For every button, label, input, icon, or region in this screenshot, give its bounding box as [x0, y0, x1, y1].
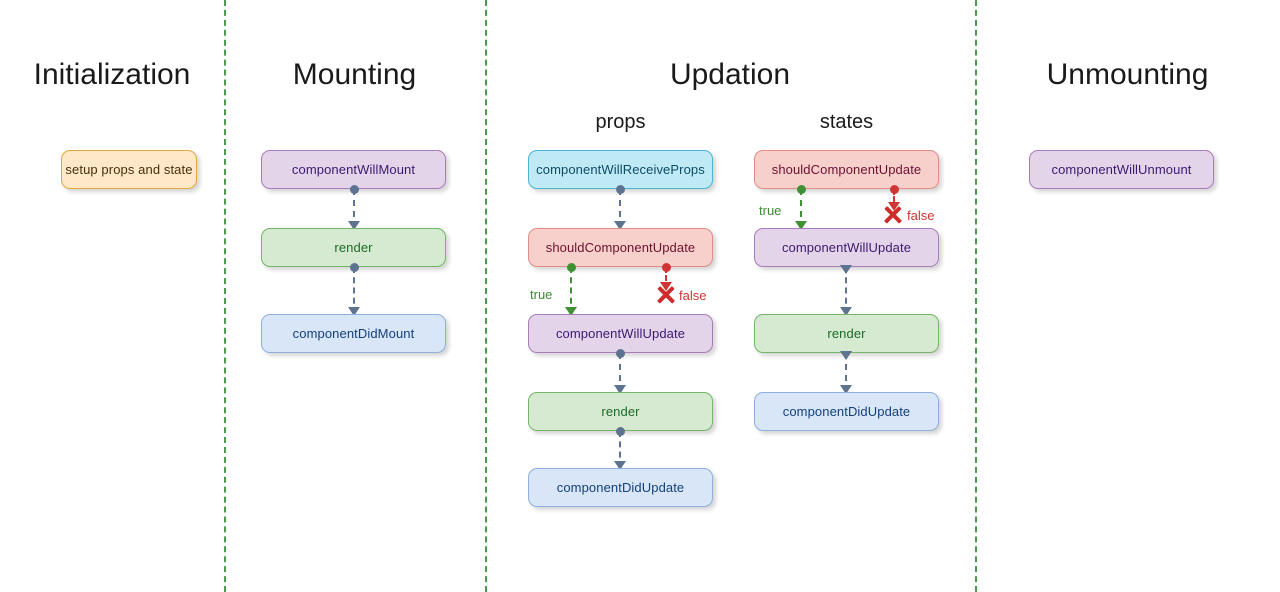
false-branch-x-icon-states — [881, 203, 905, 227]
phase-title-unmounting: Unmounting — [1046, 58, 1209, 91]
node-should-component-update-states[interactable]: shouldComponentUpdate — [754, 150, 939, 189]
phase-title-updation: Updation — [669, 58, 791, 91]
false-branch-x-icon-props — [654, 283, 678, 307]
connector-arrowhead — [795, 221, 807, 230]
node-component-did-update-props[interactable]: componentDidUpdate — [528, 468, 713, 507]
node-render-props[interactable]: render — [528, 392, 713, 431]
connector-line — [619, 189, 621, 228]
connector-source-dot — [796, 184, 806, 194]
connector-source-dot — [349, 184, 359, 194]
connector-line — [619, 353, 621, 392]
connector-line — [845, 267, 847, 314]
connector-arrowhead — [840, 307, 852, 316]
divider-mounting-updation — [485, 0, 487, 592]
node-component-will-update-props[interactable]: componentWillUpdate — [528, 314, 713, 353]
branch-label-states-false: false — [907, 208, 935, 223]
branch-label-props-true: true — [530, 287, 553, 302]
connector-arrowhead-source — [840, 351, 852, 360]
node-component-will-unmount[interactable]: componentWillUnmount — [1029, 150, 1214, 189]
node-component-did-mount[interactable]: componentDidMount — [261, 314, 446, 353]
divider-updation-unmounting — [975, 0, 977, 592]
node-render-mounting[interactable]: render — [261, 228, 446, 267]
connector-arrowhead — [840, 385, 852, 394]
connector-line — [619, 431, 621, 468]
connector-arrowhead — [614, 221, 626, 230]
connector-line — [665, 267, 667, 289]
connector-arrowhead — [348, 307, 360, 316]
connector-source-dot — [566, 262, 576, 272]
connector-source-dot — [615, 184, 625, 194]
connector-arrowhead — [565, 307, 577, 316]
connector-source-dot — [615, 348, 625, 358]
connector-line — [800, 189, 802, 228]
node-component-did-update-states[interactable]: componentDidUpdate — [754, 392, 939, 431]
subheading-props: props — [595, 111, 646, 133]
connector-line — [570, 267, 572, 314]
connector-arrowhead — [348, 221, 360, 230]
node-component-will-update-states[interactable]: componentWillUpdate — [754, 228, 939, 267]
node-should-component-update-props[interactable]: shouldComponentUpdate — [528, 228, 713, 267]
connector-line — [353, 189, 355, 228]
connector-source-dot — [349, 262, 359, 272]
node-component-will-receive-props[interactable]: componentWillReceiveProps — [528, 150, 713, 189]
connector-line — [893, 189, 895, 209]
phase-title-initialization: Initialization — [33, 58, 191, 91]
branch-label-props-false: false — [679, 288, 707, 303]
connector-line — [353, 267, 355, 314]
node-render-states[interactable]: render — [754, 314, 939, 353]
node-component-will-mount[interactable]: componentWillMount — [261, 150, 446, 189]
branch-label-states-true: true — [759, 203, 782, 218]
connector-source-dot — [661, 262, 671, 272]
node-setup-props-and-state[interactable]: setup props and state — [61, 150, 197, 189]
connector-arrowhead — [614, 461, 626, 470]
connector-source-dot — [615, 426, 625, 436]
subheading-states: states — [819, 111, 874, 133]
connector-arrowhead-source — [840, 265, 852, 274]
connector-source-dot — [889, 184, 899, 194]
phase-title-mounting: Mounting — [292, 58, 417, 91]
connector-arrowhead — [614, 385, 626, 394]
connector-line — [845, 353, 847, 392]
divider-initialization-mounting — [224, 0, 226, 592]
